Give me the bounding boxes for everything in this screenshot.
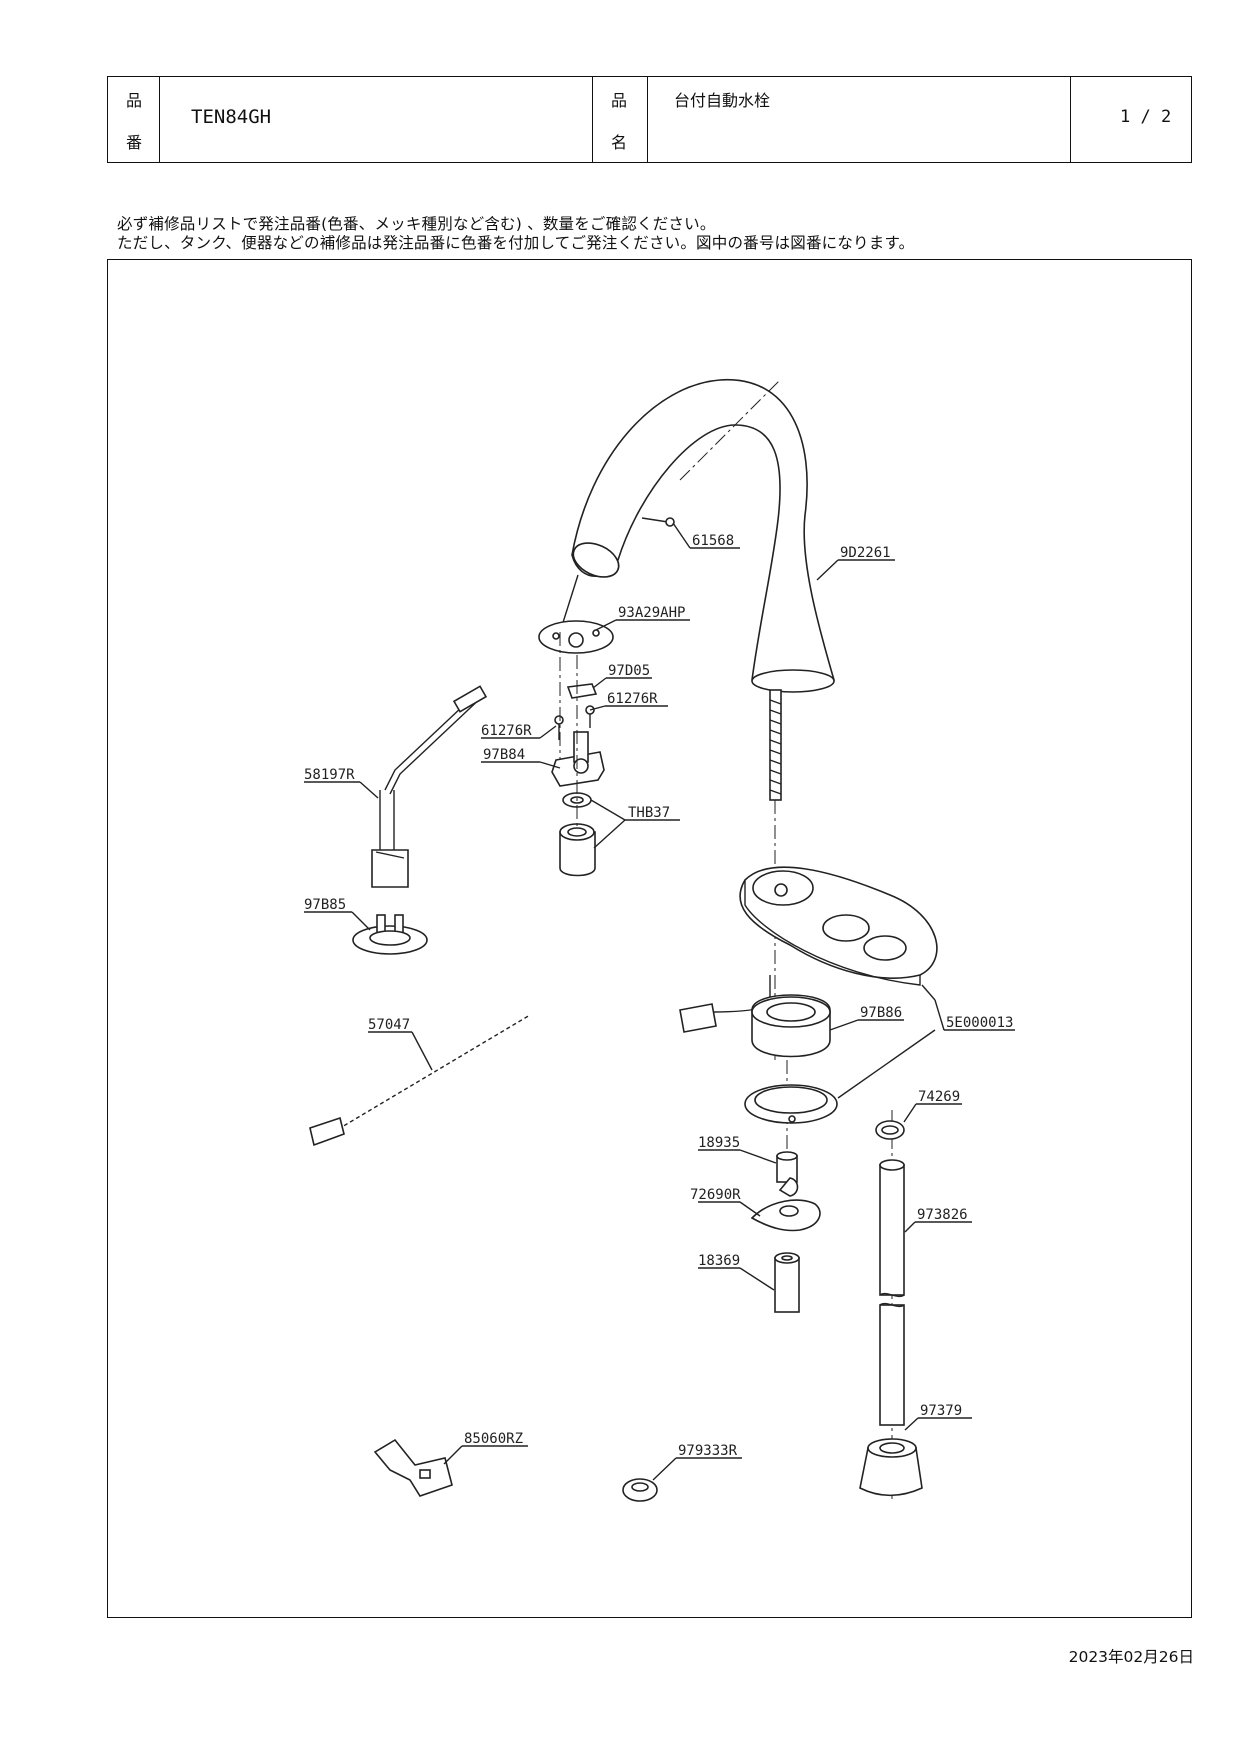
- label-58197R: 58197R: [304, 767, 355, 783]
- label-979333R: 979333R: [678, 1443, 738, 1459]
- label-93A29AHP: 93A29AHP: [618, 605, 685, 621]
- product-name-value: 台付自動水栓: [674, 91, 771, 110]
- label-72690R: 72690R: [690, 1187, 741, 1203]
- key-85060RZ: [373, 1438, 453, 1497]
- holder-97B85: [352, 914, 428, 955]
- label-THB37: THB37: [628, 805, 670, 821]
- bead-chain-57047: [309, 1014, 531, 1147]
- product-name-label-bottom: 名: [611, 133, 628, 152]
- washer-979333R: [622, 1478, 658, 1502]
- divider: [1070, 77, 1071, 162]
- ring-97B86: [751, 994, 831, 1058]
- part-number-label-top: 品: [126, 91, 143, 110]
- note-line-1: 必ず補修品リストで発注品番(色番、メッキ種別など含む) 、数量をご確認ください。: [117, 215, 716, 233]
- leader-lines: [304, 522, 1015, 1481]
- sensor-plate: [538, 620, 614, 654]
- sleeve-18369: [774, 1252, 800, 1313]
- label-61276R-b: 61276R: [481, 723, 532, 739]
- hose-clip-74269: [875, 1120, 905, 1140]
- cable-58197R: [371, 685, 488, 888]
- page-number: 1 / 2: [1120, 107, 1172, 127]
- label-97379: 97379: [920, 1403, 962, 1419]
- label-5E000013: 5E000013: [946, 1015, 1013, 1031]
- divider: [592, 77, 593, 162]
- part-number-value: TEN84GH: [191, 106, 272, 128]
- issue-date: 2023年02月26日: [1068, 1648, 1194, 1666]
- label-74269: 74269: [918, 1089, 960, 1105]
- label-97D05: 97D05: [608, 663, 650, 679]
- label-57047: 57047: [368, 1017, 410, 1033]
- label-97B84: 97B84: [483, 747, 525, 763]
- divider: [159, 77, 160, 162]
- part-97D05: [566, 683, 598, 699]
- sensor-base-5E000013: [679, 866, 938, 1033]
- label-973826: 973826: [917, 1207, 968, 1223]
- spout-body: [559, 379, 835, 693]
- threaded-stud: [769, 689, 782, 801]
- divider: [647, 77, 648, 162]
- label-18935: 18935: [698, 1135, 740, 1151]
- label-97B86: 97B86: [860, 1005, 902, 1021]
- hose-973826: [879, 1159, 905, 1426]
- label-18369: 18369: [698, 1253, 740, 1269]
- label-61276R-a: 61276R: [607, 691, 658, 707]
- title-block: 品 番 TEN84GH 品 名 台付自動水栓 1 / 2: [107, 76, 1192, 163]
- nut-18935: [776, 1151, 798, 1183]
- note-line-2: ただし、タンク、便器などの補修品は発注品番に色番を付加してご発注ください。図中の…: [117, 234, 915, 252]
- screw-61568: [641, 517, 675, 527]
- label-9D2261: 9D2261: [840, 545, 891, 561]
- clamp-72690R: [750, 1177, 821, 1232]
- label-61568: 61568: [692, 533, 734, 549]
- drawing-frame: [107, 259, 1192, 1618]
- product-name-label-top: 品: [611, 91, 628, 110]
- part-number-label-bottom: 番: [126, 133, 143, 152]
- label-97B85: 97B85: [304, 897, 346, 913]
- lower-ring: [744, 1084, 838, 1124]
- hose-nut-97379: [859, 1438, 923, 1497]
- label-85060RZ: 85060RZ: [464, 1431, 523, 1447]
